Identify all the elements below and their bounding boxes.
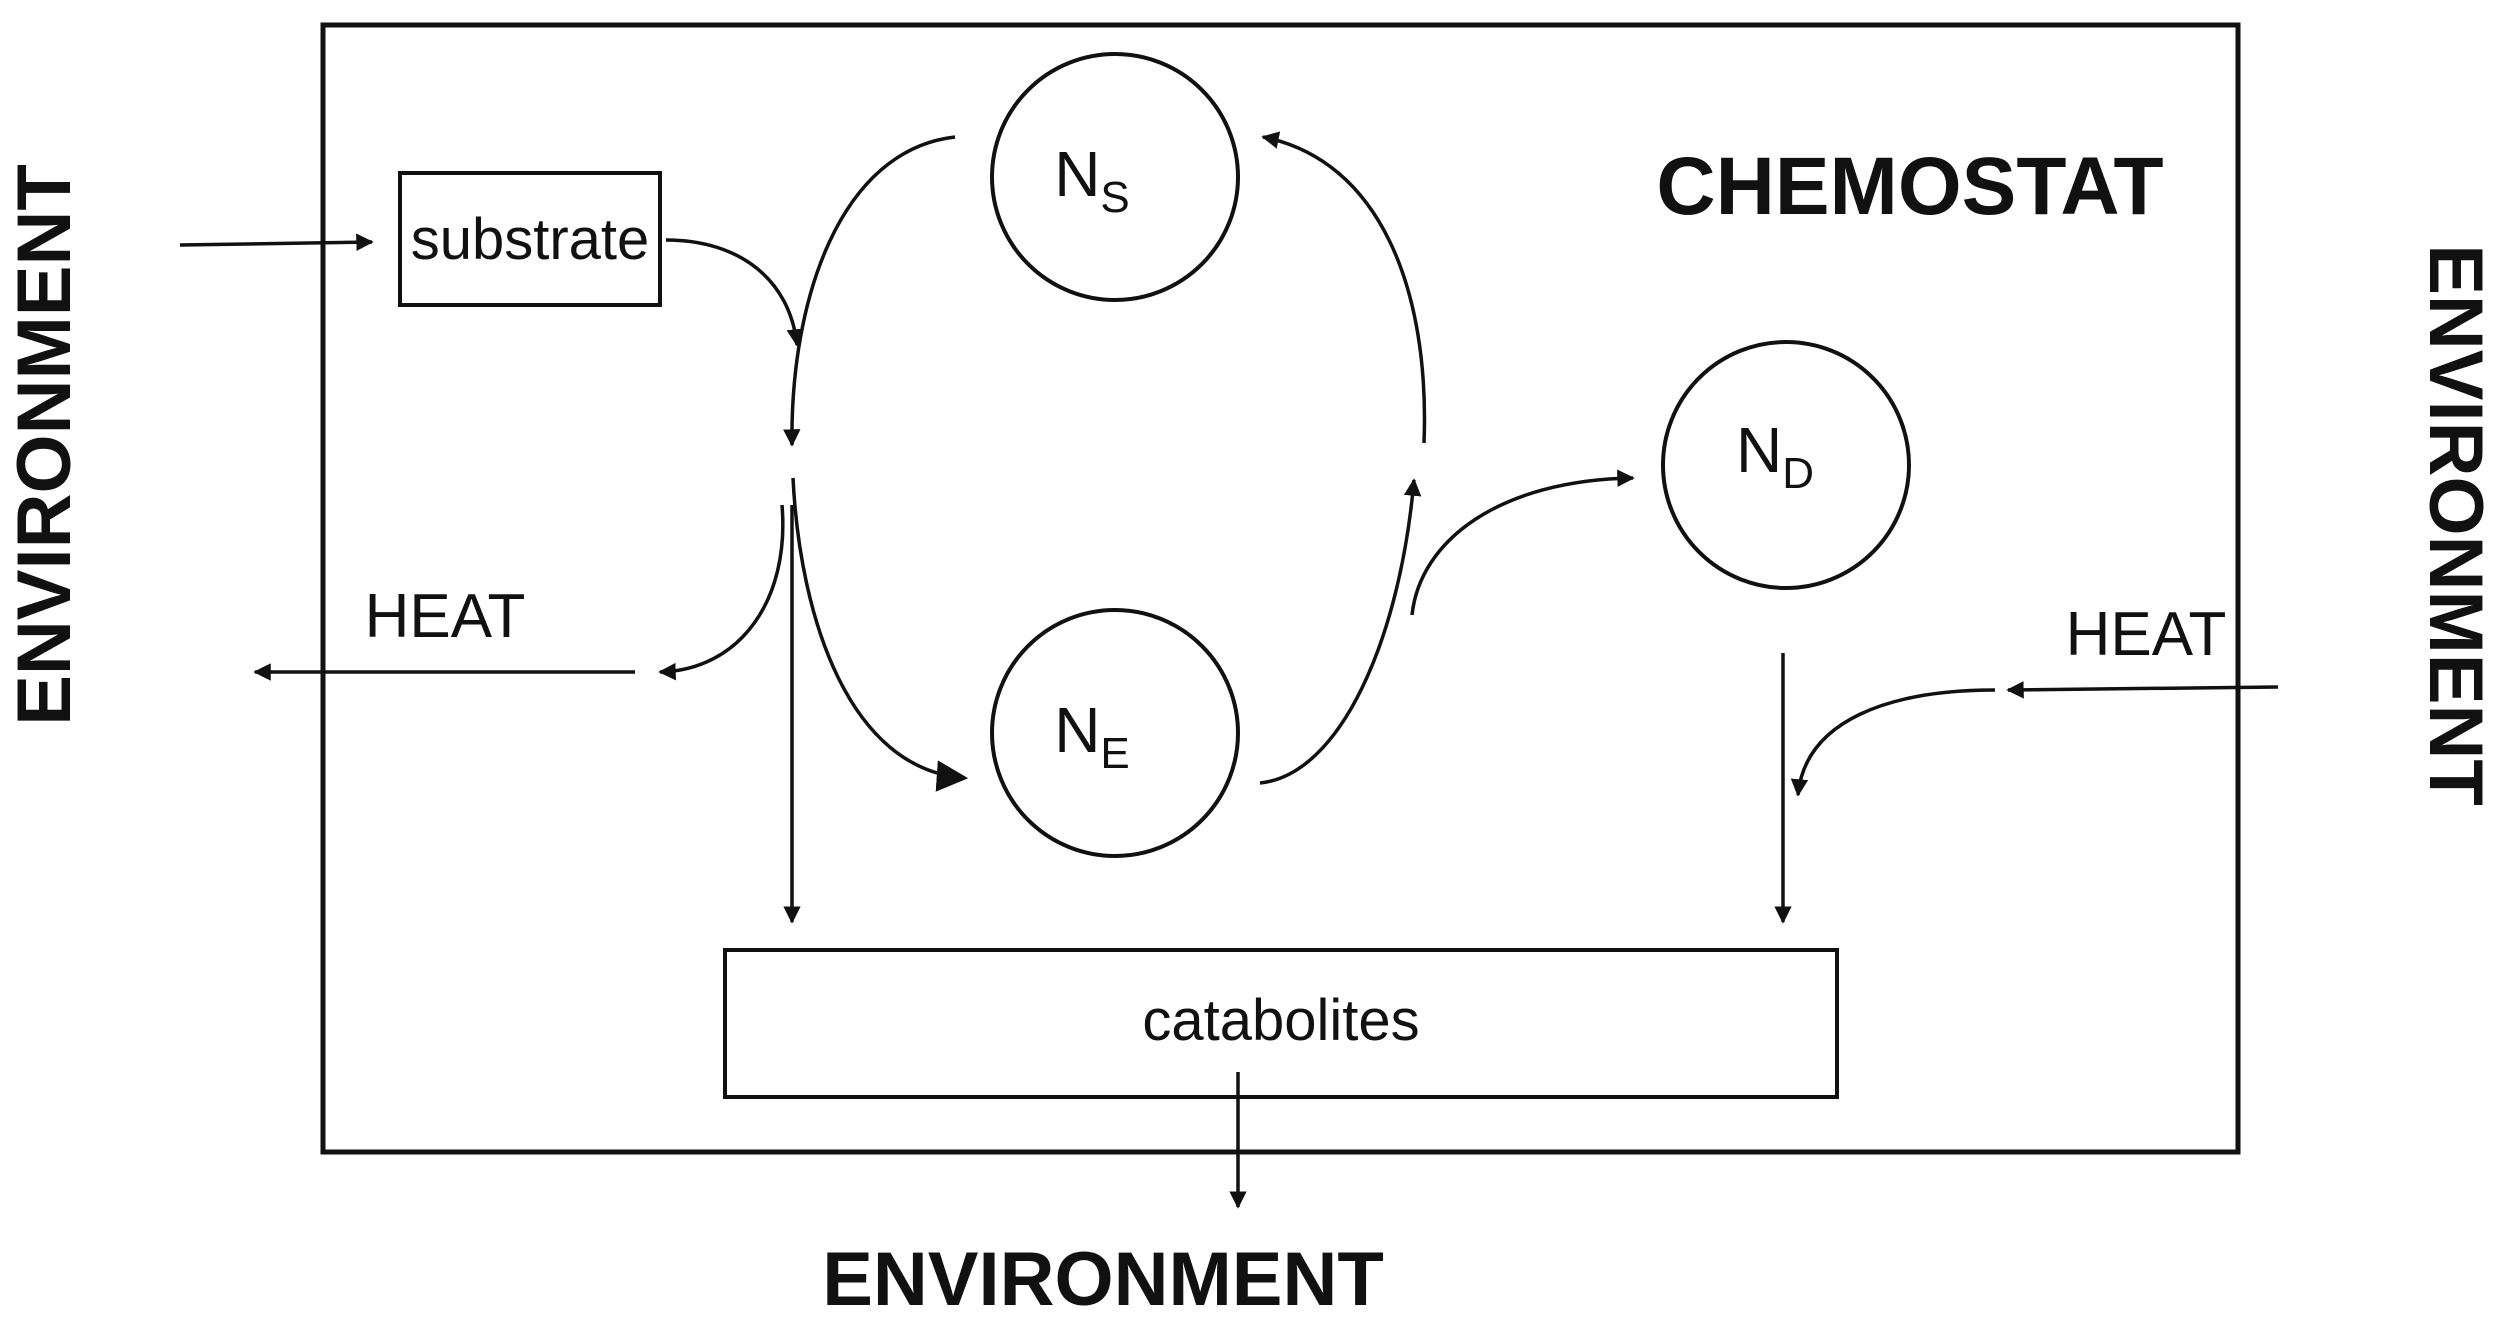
svg-text:NS: NS	[1054, 138, 1130, 222]
arrow-ns-to-junction	[783, 135, 956, 447]
arrow-ns-loop-return	[1261, 131, 1427, 444]
environment-label-bottom: ENVIRONMENT	[822, 1237, 1384, 1322]
arrow-to-nd	[1410, 469, 1635, 616]
svg-text:ND: ND	[1736, 414, 1814, 498]
substrate-label: substrate	[411, 207, 650, 272]
heat-label-left: HEAT	[365, 582, 526, 651]
arrow-substrate-to-junction	[665, 238, 805, 347]
node-ns-sub: S	[1100, 173, 1129, 222]
catabolites-box: catabolites	[723, 948, 1839, 1099]
chemostat-title: CHEMOSTAT	[1656, 141, 2163, 232]
node-ne-sub: E	[1100, 729, 1129, 778]
node-nd-sub: D	[1782, 449, 1814, 498]
svg-text:NE: NE	[1054, 694, 1130, 778]
arrow-junction-to-ne	[791, 477, 969, 792]
arrow-environment-to-heat-right	[2006, 681, 2279, 699]
node-ne: NE	[990, 608, 1240, 858]
chemostat-frame	[320, 22, 2241, 1155]
substrate-box: substrate	[398, 171, 662, 307]
catabolites-label: catabolites	[1142, 988, 1419, 1053]
arrow-junction-to-heat-left	[658, 504, 785, 681]
arrow-environment-to-substrate	[179, 233, 374, 251]
node-ns-main: N	[1054, 138, 1100, 210]
environment-label-left: ENVIRONMENT	[2, 164, 87, 726]
heat-label-right: HEAT	[2066, 600, 2227, 669]
arrow-ne-to-ns-path	[1259, 478, 1422, 785]
node-nd: ND	[1661, 340, 1911, 590]
node-ns: NS	[990, 52, 1240, 302]
arrow-heat-right-to-nd-line	[1790, 688, 1996, 797]
environment-label-right: ENVIRONMENT	[2413, 244, 2498, 806]
node-ne-main: N	[1054, 694, 1100, 766]
node-nd-main: N	[1736, 414, 1782, 486]
